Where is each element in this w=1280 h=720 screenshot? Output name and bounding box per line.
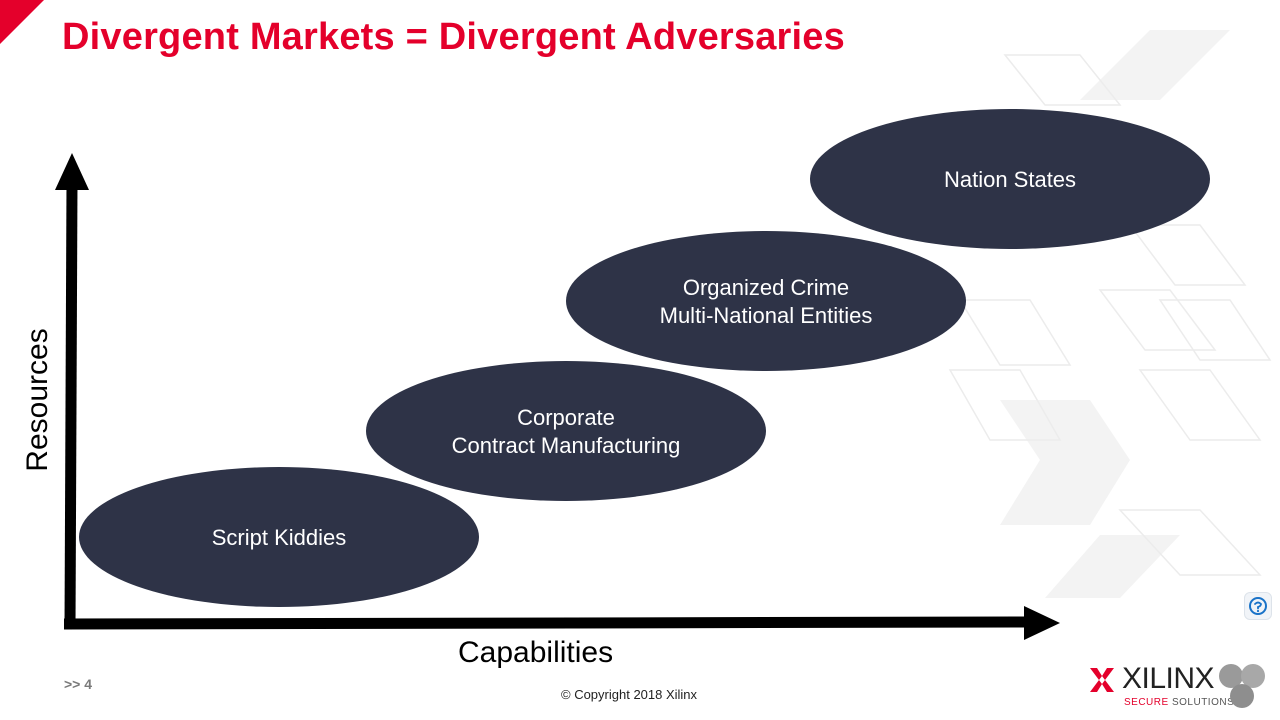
tier-ellipse-nation-states	[810, 109, 1210, 249]
x-axis-arrowhead	[1024, 606, 1060, 640]
help-button[interactable]	[1244, 592, 1272, 620]
logo-tagline: SECURE SOLUTIONS	[1124, 697, 1234, 708]
trust-seal-icon	[1219, 664, 1265, 708]
corner-accent	[0, 0, 44, 44]
xilinx-mark-icon	[1090, 668, 1114, 692]
tier-ellipse-organized-crime	[566, 231, 966, 371]
copyright-notice: © Copyright 2018 Xilinx	[561, 687, 698, 702]
logo-tagline-accent: SECURE	[1124, 697, 1169, 708]
tier-label-script-kiddies: Script Kiddies	[212, 524, 347, 552]
tier-ellipse-corporate	[366, 361, 766, 501]
tier-label-line: Multi-National Entities	[659, 303, 873, 328]
x-axis-label: Capabilities	[458, 636, 614, 669]
tier-ellipse-script-kiddies	[79, 467, 479, 607]
y-axis-label: Resources	[21, 328, 54, 472]
tier-label-line: Script Kiddies	[211, 525, 347, 550]
tier-label-corporate: Corporate Contract Manufacturing	[452, 404, 681, 460]
tier-label-organized-crime: Organized Crime Multi-National Entities	[660, 274, 873, 330]
tier-label-nation-states: Nation States	[944, 166, 1076, 194]
x-axis-line	[63, 616, 1031, 630]
logo-brand-text: XILINX	[1122, 662, 1215, 695]
y-axis-line	[64, 181, 78, 628]
tier-label-line: Contract Manufacturing	[451, 433, 681, 458]
chat-help-icon	[1249, 597, 1267, 615]
tier-label-line: Corporate	[517, 405, 615, 430]
y-axis-arrowhead	[55, 153, 89, 190]
tier-label-line: Organized Crime	[682, 275, 850, 300]
slide-title: Divergent Markets = Divergent Adversarie…	[62, 16, 845, 58]
tier-label-line: Nation States	[943, 167, 1077, 192]
logo-tagline-rest: SOLUTIONS	[1168, 697, 1235, 708]
xilinx-logo: XILINX SECURE SOLUTIONS	[1086, 660, 1270, 716]
page-number: >> 4	[64, 676, 93, 692]
